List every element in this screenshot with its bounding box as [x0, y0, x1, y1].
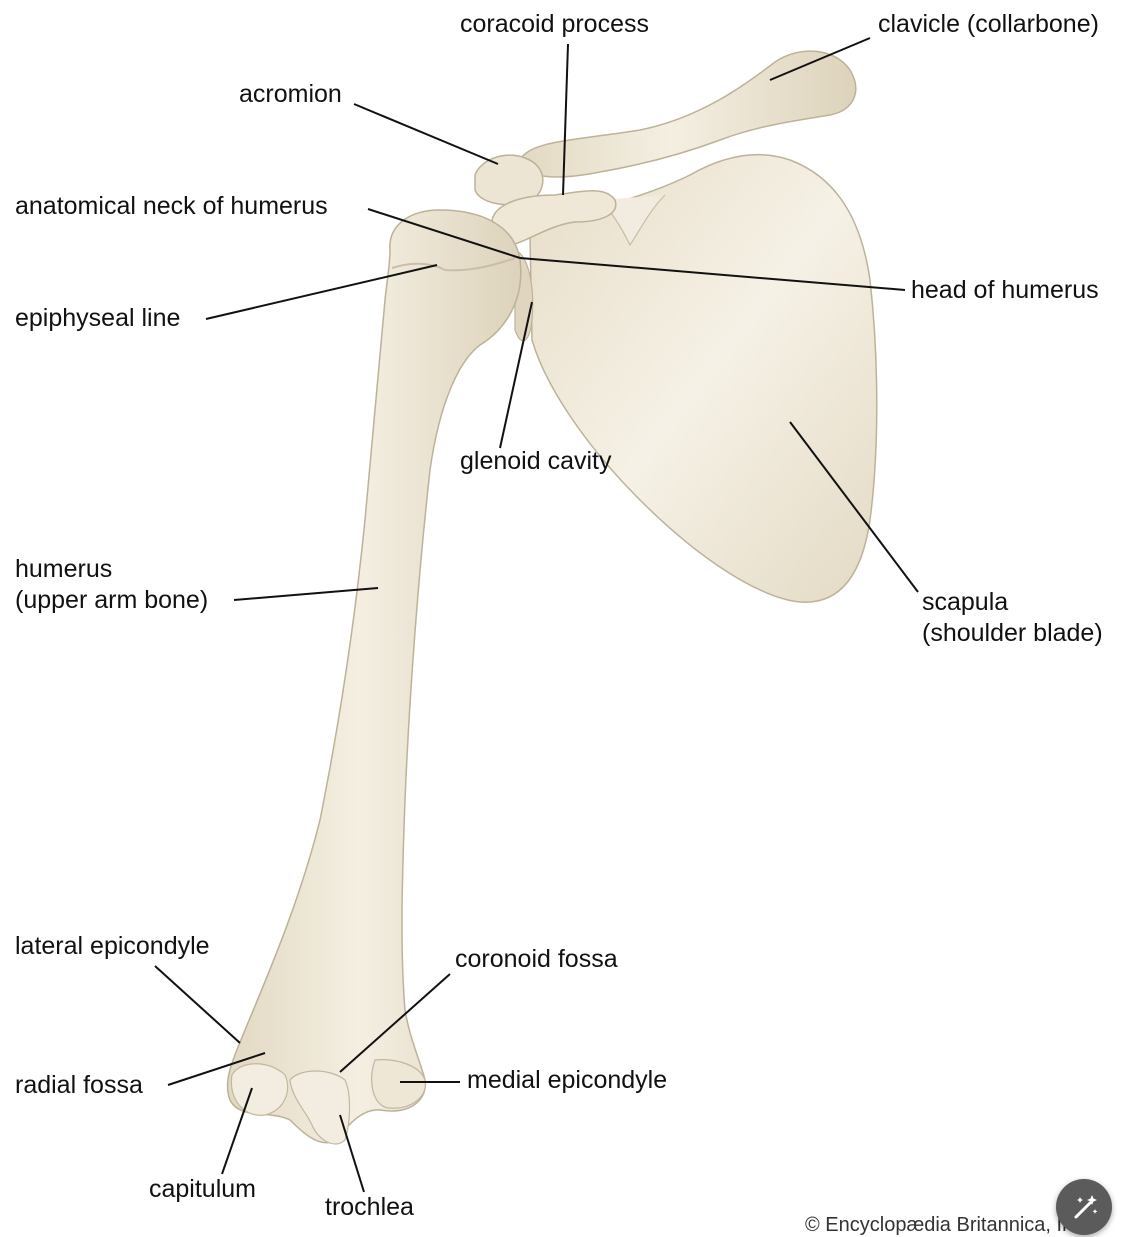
label-glenoid-cavity: glenoid cavity — [460, 447, 612, 475]
magic-wand-icon — [1074, 1195, 1098, 1219]
label-acromion: acromion — [239, 80, 342, 108]
scapula-notch — [599, 194, 666, 247]
label-medial-epicondyle: medial epicondyle — [467, 1066, 668, 1094]
label-epiphyseal-line: epiphyseal line — [15, 304, 181, 332]
clavicle-shape — [519, 50, 857, 178]
label-humerus-sub: (upper arm bone) — [15, 586, 209, 614]
trochlea-shape — [289, 1070, 351, 1145]
label-capitulum: capitulum — [149, 1175, 256, 1203]
label-lateral-epicondyle: lateral epicondyle — [15, 932, 210, 960]
label-clavicle: clavicle (collarbone) — [878, 10, 1099, 38]
label-scapula-sub: (shoulder blade) — [922, 619, 1103, 647]
label-trochlea: trochlea — [325, 1193, 414, 1221]
label-coracoid-process: coracoid process — [460, 10, 649, 38]
humerus-shape — [226, 209, 522, 1144]
epiphyseal-line-shape — [391, 257, 516, 272]
acromion-shape — [474, 154, 544, 206]
label-scapula: scapula (shoulder blade) — [922, 587, 1103, 649]
medial-epicondyle-shape — [371, 1059, 426, 1109]
label-radial-fossa: radial fossa — [15, 1071, 143, 1099]
magic-wand-button[interactable] — [1056, 1179, 1112, 1235]
label-coronoid-fossa: coronoid fossa — [455, 945, 618, 973]
label-scapula-name: scapula — [922, 588, 1009, 616]
label-head-of-humerus: head of humerus — [911, 276, 1099, 304]
label-humerus-name: humerus — [15, 555, 113, 583]
leader-lines — [154, 37, 919, 1193]
label-anatomical-neck: anatomical neck of humerus — [15, 192, 328, 220]
capitulum-shape — [230, 1063, 289, 1116]
label-humerus: humerus (upper arm bone) — [15, 554, 208, 616]
